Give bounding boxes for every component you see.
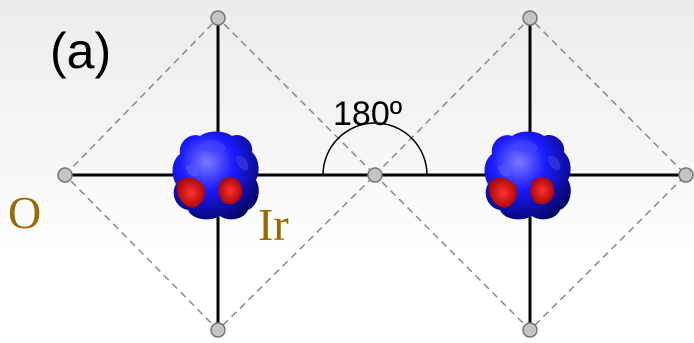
- oxygen-atom-icon: [522, 322, 538, 338]
- oxygen-atom-icon: [367, 167, 383, 183]
- oxygen-atom-icon: [57, 167, 73, 183]
- octahedron-left: [63, 16, 377, 332]
- oxygen-label: O: [8, 187, 41, 238]
- oxygen-atom-icon: [210, 322, 226, 338]
- oxygen-atom-icon: [210, 10, 226, 26]
- oxygen-atom-icon: [678, 167, 694, 183]
- oxygen-atom-icon: [522, 10, 538, 26]
- octahedron-edges: [63, 16, 688, 332]
- ir-orbital-icon: [172, 131, 259, 220]
- bond-angle-label: 180º: [333, 95, 402, 133]
- oxygen-atoms: [57, 10, 694, 338]
- iridium-label: Ir: [258, 199, 289, 250]
- panel-label: (a): [50, 23, 111, 79]
- bond-angle-arc: [322, 122, 428, 176]
- octahedron-right: [373, 16, 688, 332]
- ir-orbital-icon: [484, 131, 571, 220]
